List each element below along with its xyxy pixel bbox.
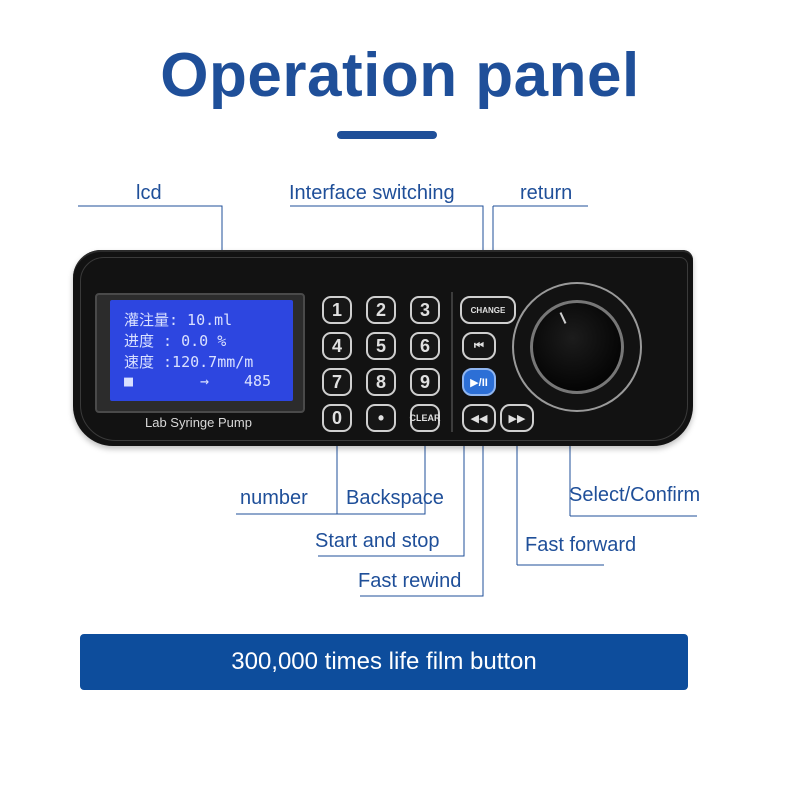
rewind-icon: ◀◀ [470,412,488,425]
key-0[interactable]: 0 [322,404,352,432]
brand-label: Lab Syringe Pump [145,415,252,430]
key-dot[interactable]: • [366,404,396,432]
select-confirm-knob[interactable] [530,300,624,394]
key-1[interactable]: 1 [322,296,352,324]
fast-forward-label: Fast forward [525,534,637,556]
number-label: number [240,487,308,509]
change-button[interactable]: CHANGE [460,296,516,324]
title-underline [337,131,437,139]
lcd-line-1: 灌注量: 10.ml [124,311,233,329]
key-8[interactable]: 8 [366,368,396,396]
knob-ring [512,282,642,412]
feature-banner: 300,000 times life film button [80,634,688,690]
lcd-arrow-icon: → [200,372,210,390]
key-3[interactable]: 3 [410,296,440,324]
fast-rewind-button[interactable]: ◀◀ [462,404,496,432]
lcd-line-2: 进度 : 0.0 % [124,332,227,350]
panel-divider [451,292,453,432]
start-stop-label: Start and stop [315,530,440,552]
lcd-line-3: 速度 :120.7mm/m [124,353,254,371]
fast-forward-button[interactable]: ▶▶ [500,404,534,432]
key-2[interactable]: 2 [366,296,396,324]
lcd-screen [110,300,293,401]
lcd-stop-icon: ■ [124,372,134,390]
key-4[interactable]: 4 [322,332,352,360]
start-stop-button[interactable]: ▶/II [462,368,496,396]
skip-back-icon: ⏮ [474,339,484,352]
backspace-label: Backspace [346,487,444,509]
lcd-label: lcd [136,182,162,204]
play-pause-icon: ▶/II [470,376,488,389]
key-5[interactable]: 5 [366,332,396,360]
key-6[interactable]: 6 [410,332,440,360]
lcd-value: 485 [244,372,272,390]
page-title: Operation panel [160,41,640,110]
panel-rim [80,257,688,441]
key-9[interactable]: 9 [410,368,440,396]
return-label: return [520,182,573,204]
clear-button[interactable]: CLEAR [410,404,441,432]
interface-switching-label: Interface switching [289,182,455,204]
return-button[interactable]: ⏮ [462,332,496,360]
select-confirm-label: Select/Confirm [569,484,701,506]
fast-rewind-label: Fast rewind [358,570,462,592]
fast-forward-icon: ▶▶ [508,412,526,425]
key-7[interactable]: 7 [322,368,352,396]
